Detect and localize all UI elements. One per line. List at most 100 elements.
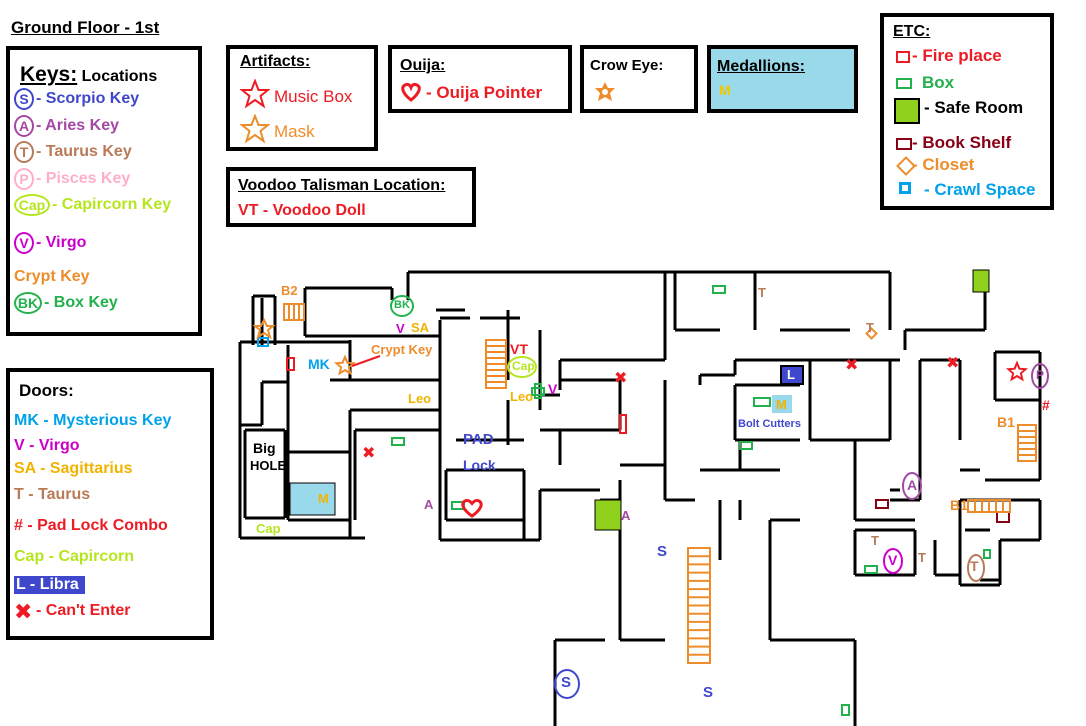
map-label-pad-lock-combo: #: [1042, 397, 1050, 413]
etc-legend-label: - Closet: [912, 155, 975, 174]
map-label-scorpio-door: S: [657, 543, 668, 560]
ouija-heart-icon: [461, 498, 483, 518]
map-label-taurus-door: T: [758, 285, 766, 300]
key-legend-label: - Taurus Key: [36, 143, 132, 160]
scorpio-key-ring: [554, 669, 580, 699]
libra-door-icon: [780, 365, 804, 385]
map-label-lock: Lock: [463, 457, 496, 473]
medallions-heading: Medallions:: [717, 58, 806, 75]
map-label-crypt-key: Crypt Key: [371, 342, 433, 357]
crawl-space-icon: [899, 182, 911, 194]
aries-key-ring: [902, 472, 922, 500]
box-icon: [534, 383, 542, 399]
door-legend-label: - Can't Enter: [36, 602, 131, 619]
box-icon: [841, 704, 850, 716]
box-icon: [983, 549, 991, 559]
artifact-music-box: Music Box: [274, 87, 353, 106]
door-legend-label: L - Libra: [14, 576, 85, 594]
medallion-symbol: M: [719, 82, 731, 98]
etc-legend-label: Box: [922, 73, 955, 92]
etc-legend-label: - Fire place: [912, 46, 1002, 65]
cross-icon: ✖: [362, 443, 375, 462]
star-icon: [240, 114, 270, 144]
map-label-voodoo-doll: VT: [510, 341, 528, 357]
map-label-mysterious-key-door: MK: [308, 356, 330, 372]
map-label-taurus-door: T: [866, 320, 874, 335]
taurus-key-ring: [967, 554, 985, 582]
bookshelf-icon: [875, 499, 889, 509]
legend-rect-icon: [896, 138, 912, 150]
map-label-virgo-door: V: [396, 321, 405, 336]
pisces-key-ring: [1031, 363, 1049, 389]
voodoo-heading: Voodoo Talisman Location:: [238, 177, 446, 194]
safe-room-icon: [894, 98, 920, 124]
door-legend-label: Cap - Capircorn: [14, 548, 135, 565]
cross-icon: ✖: [614, 368, 627, 387]
arrow-icon: [351, 355, 381, 367]
map-label-aries-key: A: [907, 477, 918, 493]
etc-legend-label: - Book Shelf: [912, 133, 1012, 152]
artifacts-legend: Artifacts: Music Box Mask: [226, 45, 378, 151]
ouija-heading: Ouija:: [400, 57, 446, 74]
box-icon: [391, 437, 405, 446]
key-symbol-icon: P: [14, 168, 34, 190]
box-icon: [864, 565, 878, 574]
map-label-bolt-cutters: Bolt Cutters: [738, 418, 801, 430]
capricorn-key-ring: [507, 356, 537, 378]
fireplace-icon: [286, 357, 295, 371]
door-legend-label: V - Virgo: [14, 437, 80, 454]
mask-star-icon: [333, 354, 357, 376]
map-label-sagittarius-door: SA: [411, 320, 430, 335]
etc-legend-label: - Safe Room: [924, 98, 1024, 117]
ouija-label: - Ouija Pointer: [426, 83, 543, 102]
key-symbol-icon: T: [14, 141, 34, 163]
map-label-aries-door: A: [424, 497, 434, 512]
etc-legend-label: - Crawl Space: [924, 180, 1036, 199]
map-label-medallion: M: [318, 491, 329, 506]
artifact-mask: Mask: [274, 122, 315, 141]
map-label-virgo-key: V: [888, 552, 898, 568]
heart-icon: [401, 82, 421, 102]
map-label-big: Big: [253, 440, 276, 456]
map-label-bk: BK: [394, 299, 410, 311]
map-label-pisces-key: P: [1036, 368, 1045, 382]
map-label-leo-door: Leo: [408, 391, 432, 406]
voodoo-legend: Voodoo Talisman Location: VT - Voodoo Do…: [226, 167, 476, 227]
map-label-taurus-key: T: [970, 558, 979, 574]
key-legend-label: - Virgo: [36, 234, 87, 251]
legend-rect-icon: [896, 78, 912, 89]
fireplace-icon: [619, 414, 627, 434]
key-symbol-icon: BK: [14, 292, 42, 314]
keys-legend: Keys: Locations: [6, 46, 202, 336]
key-legend-label: - Scorpio Key: [36, 90, 140, 107]
box-icon: [753, 397, 771, 407]
stairs-icon: [283, 303, 305, 321]
map-label-hole: HOLE: [250, 458, 287, 473]
map-label-medallion: M: [776, 397, 787, 412]
page-title: Ground Floor - 1st: [11, 18, 160, 37]
crow-eye-icon: [252, 317, 276, 340]
map-label-aries-door: A: [621, 508, 631, 523]
safe-room-icon: [972, 269, 990, 293]
cross-icon: ✖: [14, 599, 33, 624]
map-label-taurus-door: T: [871, 533, 879, 548]
key-legend-label: - Capircorn Key: [52, 196, 172, 213]
cross-icon: ✖: [946, 353, 959, 372]
key-legend-label: - Box Key: [44, 294, 118, 311]
star-icon: [240, 79, 270, 109]
virgo-key-ring: [883, 548, 903, 574]
key-symbol-icon: Cap: [14, 194, 50, 216]
key-legend-label: - Pisces Key: [36, 170, 131, 187]
map-label-b1: B1: [950, 497, 968, 513]
medallions-legend: Medallions: M: [707, 45, 858, 113]
door-legend-label: # - Pad Lock Combo: [14, 517, 168, 534]
key-legend-label: - Aries Key: [36, 117, 119, 134]
map-label-taurus-door: T: [918, 550, 926, 565]
box-icon: [531, 387, 545, 396]
crow-eye-legend: Crow Eye:: [580, 45, 698, 113]
box-icon: [739, 441, 753, 450]
door-legend-label: SA - Sagittarius: [14, 460, 133, 477]
map-label-cap-door: Cap: [512, 359, 535, 373]
medallion-room: [289, 482, 336, 516]
